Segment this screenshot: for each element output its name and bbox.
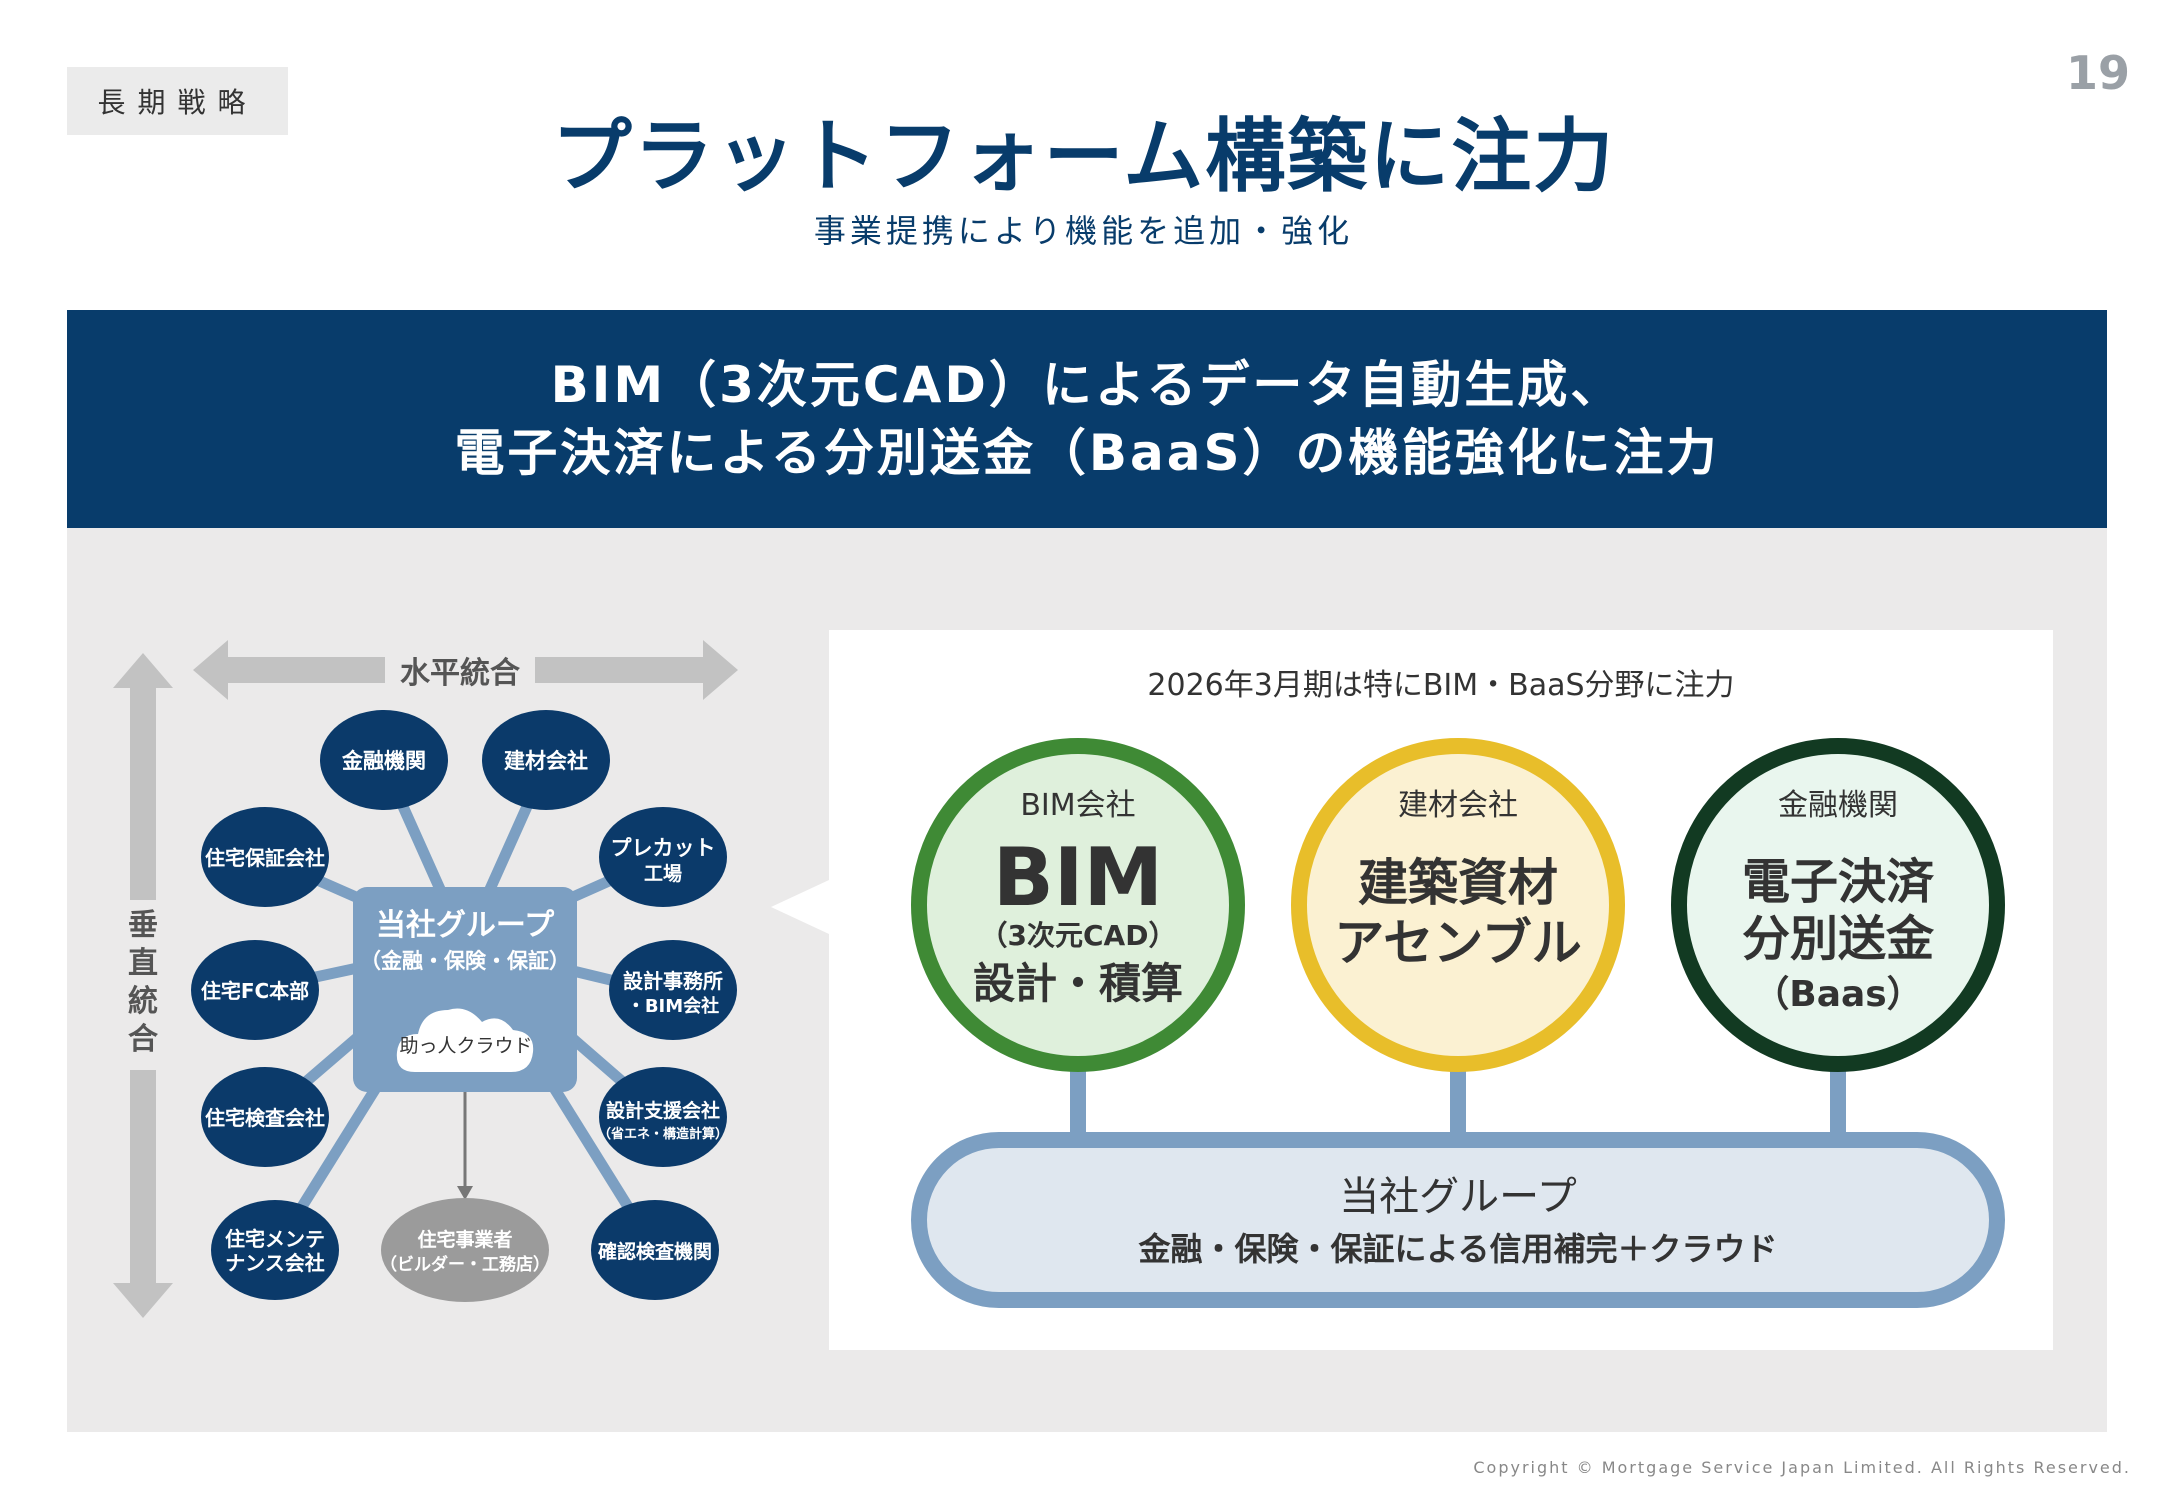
banner-line-2: 電子決済による分別送金（BaaS）の機能強化に注力 — [454, 424, 1720, 482]
page-title: プラットフォーム構築に注力 — [551, 110, 1616, 203]
focus-caption: 2026年3月期は特にBIM・BaaS分野に注力 — [1147, 668, 1735, 703]
page-subtitle: 事業提携により機能を追加・強化 — [813, 212, 1354, 250]
headline-banner: BIM（3次元CAD）によるデータ自動生成、 電子決済による分別送金（BaaS）… — [67, 310, 2107, 528]
copyright: Copyright © Mortgage Service Japan Limit… — [1473, 1458, 2131, 1477]
focus-box — [829, 630, 2053, 1350]
page-number: 19 — [2065, 46, 2130, 100]
section-tag: 長期戦略 — [67, 67, 288, 135]
banner-line-1: BIM（3次元CAD）によるデータ自動生成、 — [550, 356, 1624, 414]
